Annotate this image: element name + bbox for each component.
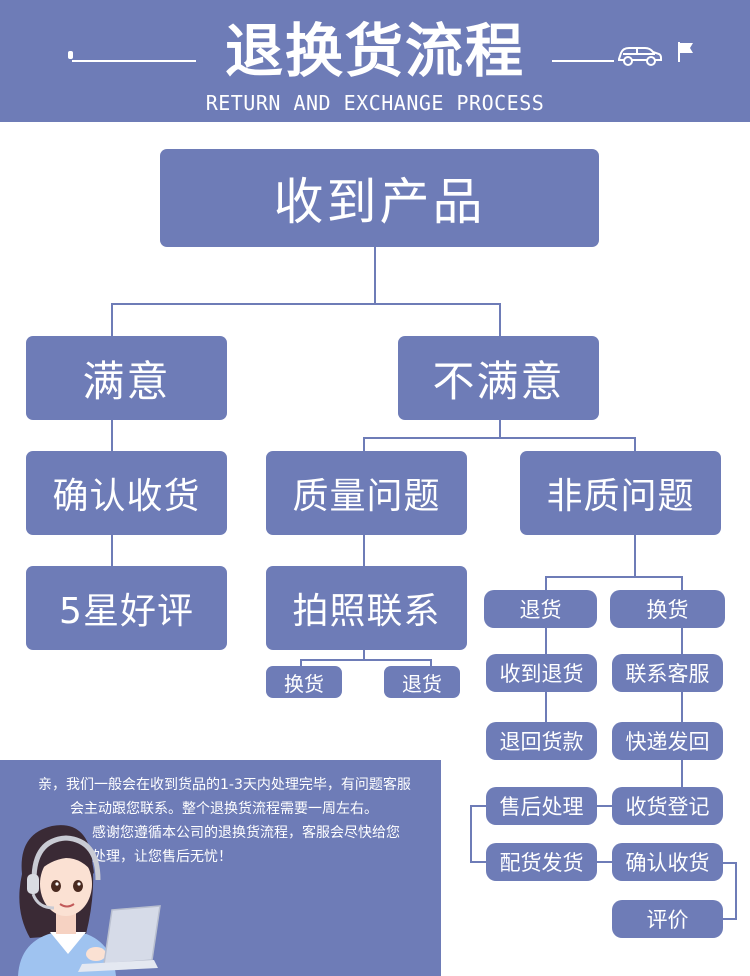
connector [545,628,547,655]
connector [597,805,612,807]
page-subtitle: RETURN AND EXCHANGE PROCESS [205,91,545,115]
node-contact-service: 联系客服 [612,654,723,692]
node-review: 评价 [612,900,723,938]
header-left-dot [68,51,73,59]
car-icon [618,47,662,66]
notice-line-2: 会主动跟您联系。整个退换货流程需要一周左右。 [70,801,378,817]
connector [430,659,432,667]
connector [300,659,302,667]
node-unsatisfied: 不满意 [398,336,599,420]
connector [634,535,636,577]
connector [300,659,432,661]
connector [111,303,501,305]
connector [111,420,113,452]
node-satisfied: 满意 [26,336,227,420]
page-title: 退换货流程 [224,17,525,85]
connector [681,692,683,723]
node-non-quality-issue: 非质问题 [520,451,721,535]
notice-line-1: 亲，我们一般会在收到货品的1-3天内处理完毕，有问题客服 [38,777,411,793]
node-photo-contact: 拍照联系 [266,566,467,650]
node-quality-exchange: 换货 [266,666,342,698]
connector [363,650,365,660]
connector [470,805,486,807]
node-receive-return: 收到退货 [486,654,597,692]
connector [499,303,501,337]
connector [681,628,683,655]
connector [470,861,486,863]
connector [374,247,376,304]
node-confirm-receipt: 确认收货 [26,451,227,535]
connector [545,576,547,591]
node-five-star-review: 5星好评 [26,566,227,650]
connector [111,535,113,567]
notice-panel: 亲，我们一般会在收到货品的1-3天内处理完毕，有问题客服 会主动跟您联系。整个退… [0,760,441,976]
connector [723,918,737,920]
node-nq-exchange: 换货 [610,590,725,628]
node-receive-product: 收到产品 [160,149,599,247]
notice-line-4: 处理，让您售后无忧！ [92,849,232,865]
notice-line-3: 感谢您遵循本公司的退换货流程，客服会尽快给您 [92,825,400,841]
node-quality-issue: 质量问题 [266,451,467,535]
node-nq-return: 退货 [484,590,597,628]
flag-icon [678,42,693,62]
connector [499,420,501,438]
node-after-sales: 售后处理 [486,787,597,825]
connector [545,692,547,723]
connector [363,437,365,452]
connector [363,437,636,439]
connector [735,862,737,920]
connector [363,535,365,567]
customer-service-avatar-icon [18,825,161,976]
connector [681,576,683,591]
connector [681,760,683,787]
connector [470,805,472,863]
node-refund: 退回货款 [486,722,597,760]
connector [723,862,737,864]
header-left-rule [72,60,196,62]
node-quality-return: 退货 [384,666,460,698]
node-express-back: 快递发回 [612,722,723,760]
connector [111,303,113,337]
connector [634,437,636,452]
node-pick-ship: 配货发货 [486,843,597,881]
header-banner: 退换货流程 RETURN AND EXCHANGE PROCESS [0,0,750,122]
header-right-rule [552,60,614,62]
connector [597,861,612,863]
node-confirm-receipt-2: 确认收货 [612,843,723,881]
node-receipt-register: 收货登记 [612,787,723,825]
connector [545,576,682,578]
